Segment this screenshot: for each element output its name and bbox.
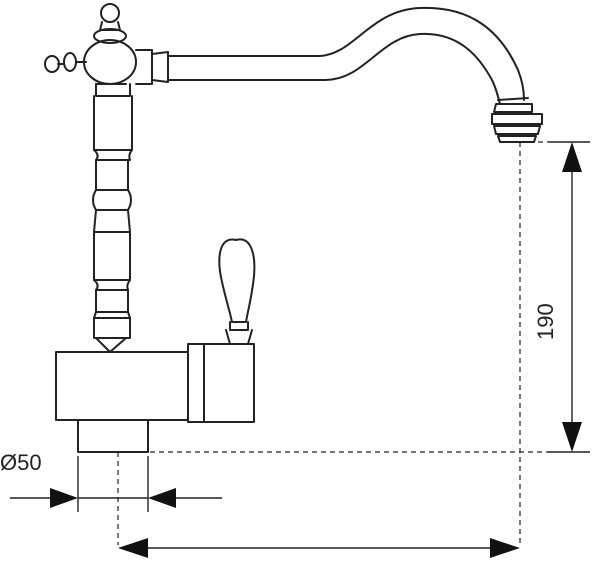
lever-handle (218, 238, 256, 345)
spout (135, 6, 543, 143)
height-dimension (548, 141, 590, 453)
faucet-body (55, 343, 255, 453)
construction-lines (77, 141, 548, 545)
height-label: 190 (533, 303, 558, 340)
reach-dimension (118, 538, 520, 558)
top-finial (44, 3, 137, 85)
column (92, 83, 133, 353)
base-diameter-label: Ø50 (0, 450, 42, 475)
base-diameter-dimension (10, 488, 222, 508)
